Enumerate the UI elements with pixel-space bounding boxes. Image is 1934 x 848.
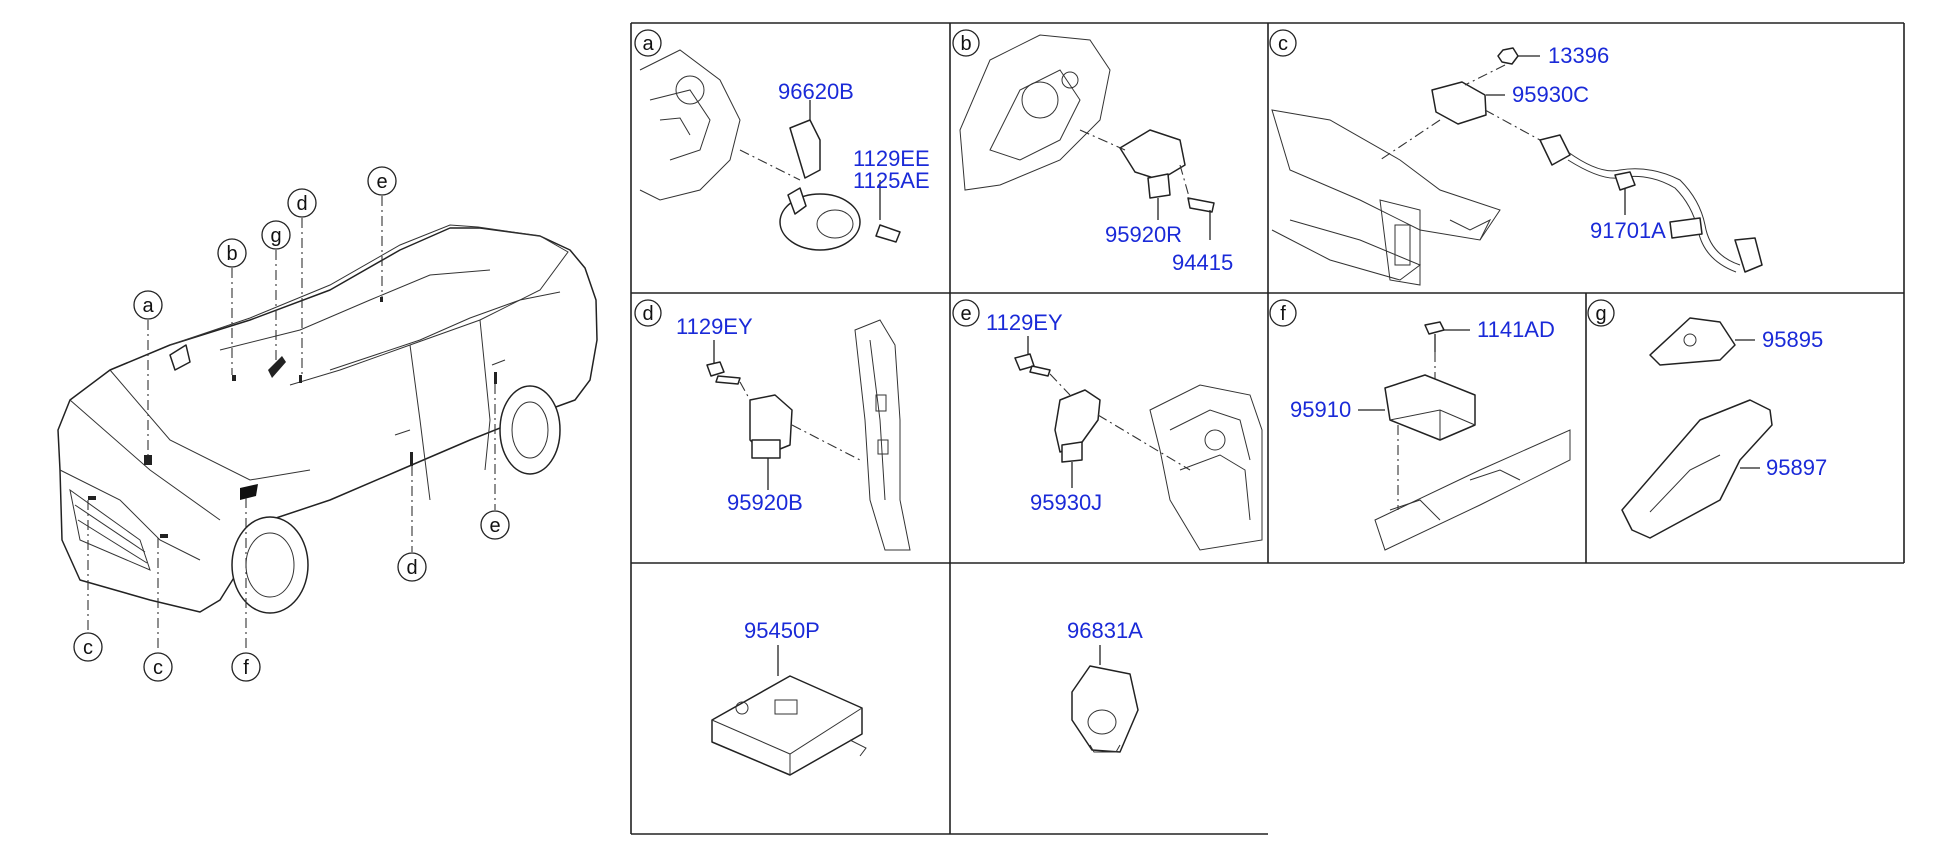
callout-b: b [217, 238, 247, 268]
panel-module-95450p: 95450P [711, 618, 867, 776]
svg-text:a: a [142, 295, 154, 317]
panel-e: e 1129EY 95930J [952, 299, 1263, 551]
svg-text:a: a [642, 33, 654, 55]
part-number: 95930C [1512, 82, 1589, 107]
callout-e-top: e [367, 166, 397, 196]
svg-text:c: c [1278, 33, 1288, 55]
part-number: 95910 [1290, 397, 1351, 422]
callout-g: g [261, 220, 291, 250]
part-number: 94415 [1172, 250, 1233, 275]
svg-text:d: d [406, 557, 417, 579]
svg-text:d: d [642, 303, 653, 325]
svg-text:f: f [243, 657, 249, 679]
part-number: 96831A [1067, 618, 1143, 643]
panel-sensor-96831a: 96831A [1067, 618, 1143, 753]
part-number: 95895 [1762, 327, 1823, 352]
callout-e-bottom: e [480, 510, 510, 540]
callout-a: a [133, 290, 163, 320]
svg-text:b: b [226, 243, 237, 265]
svg-text:e: e [960, 303, 971, 325]
svg-text:f: f [1280, 303, 1286, 325]
part-number: 95920B [727, 490, 803, 515]
panel-b: b 95920R 94415 [952, 29, 1233, 275]
car-overview: a b g d e c c f [57, 166, 598, 682]
svg-text:e: e [489, 515, 500, 537]
panel-a: a 96620B 1129EE 1125AE [634, 29, 930, 251]
part-number: 1141AD [1477, 317, 1555, 342]
part-number: 95920R [1105, 222, 1182, 247]
svg-text:g: g [270, 225, 281, 247]
part-number: 13396 [1548, 43, 1609, 68]
callout-d-bottom: d [397, 552, 427, 582]
part-number: 95450P [744, 618, 820, 643]
svg-text:g: g [1595, 303, 1606, 325]
panel-c: c 13396 95930C 91701A [1269, 29, 1763, 286]
svg-text:c: c [153, 657, 163, 679]
callout-c-right: c [143, 652, 173, 682]
svg-text:d: d [296, 193, 307, 215]
panel-g: g 95895 95897 [1587, 299, 1827, 539]
panel-grid [630, 22, 1905, 835]
panel-f: f 1141AD 95910 [1269, 299, 1571, 551]
svg-text:b: b [960, 33, 971, 55]
callout-c-left: c [73, 632, 103, 662]
part-number: 91701A [1590, 218, 1666, 243]
callout-f: f [231, 652, 261, 682]
svg-text:c: c [83, 637, 93, 659]
part-number: 95897 [1766, 455, 1827, 480]
callout-d-top: d [287, 188, 317, 218]
part-number: 95930J [1030, 490, 1102, 515]
part-number: 1125AE [853, 168, 930, 193]
part-number: 1129EY [986, 310, 1063, 335]
part-number: 96620B [778, 79, 854, 104]
svg-text:e: e [376, 171, 387, 193]
panel-d: d 1129EY 95920B [634, 299, 911, 551]
part-number: 1129EE [853, 146, 930, 171]
part-number: 1129EY [676, 314, 753, 339]
